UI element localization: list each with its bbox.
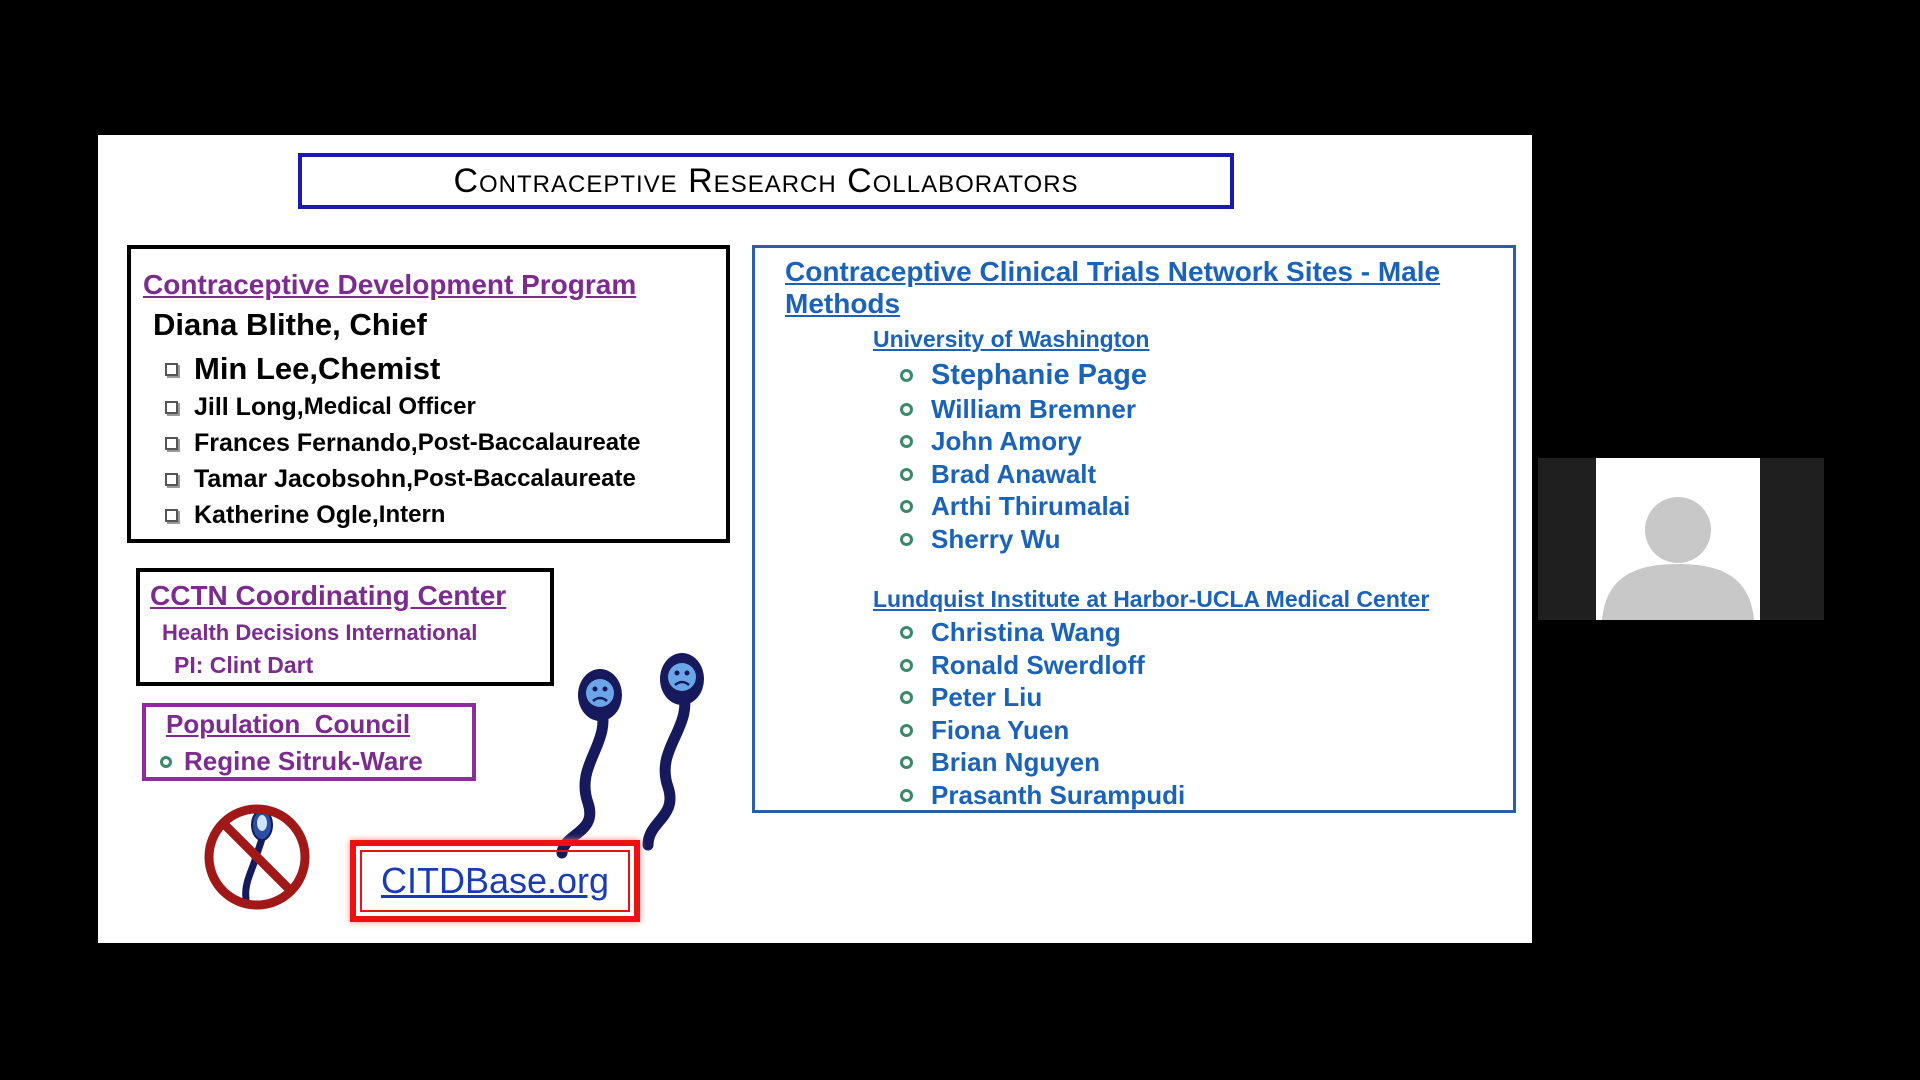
program-member: Katherine Ogle, Intern — [165, 497, 726, 533]
user-silhouette-icon — [1602, 497, 1754, 620]
presentation-slide: Contraceptive Research Collaborators Con… — [98, 135, 1532, 943]
square-bullet-icon — [165, 436, 178, 450]
cctn-pi: PI: Clint Dart — [174, 652, 314, 678]
sad-sperm-icon — [642, 653, 704, 851]
circle-bullet-icon — [900, 435, 913, 449]
site-person: Brian Nguyen — [900, 747, 1513, 780]
cctn-org: Health Decisions International — [162, 620, 478, 645]
circle-bullet-icon — [900, 402, 913, 416]
square-bullet-icon — [165, 400, 178, 414]
program-member: Min Lee, Chemist — [165, 349, 726, 389]
citdbase-link-box[interactable]: CITDBase.org — [350, 840, 640, 922]
circle-bullet-icon — [900, 691, 913, 705]
program-chief: Diana Blithe, Chief — [153, 307, 427, 342]
circle-bullet-icon — [900, 368, 913, 382]
member-role: Post-Baccalaureate — [413, 465, 636, 492]
site-title-link[interactable]: Lundquist Institute at Harbor-UCLA Medic… — [873, 585, 1430, 612]
site-person: Stephanie Page — [900, 357, 1513, 393]
circle-bullet-icon — [900, 626, 913, 640]
population-council-title-link[interactable]: Population Council — [166, 709, 411, 739]
program-member: Frances Fernando, Post-Baccalaureate — [165, 425, 726, 461]
member-role: Post-Baccalaureate — [417, 429, 641, 456]
square-bullet-icon — [165, 472, 178, 486]
citdbase-link-frame: CITDBase.org — [360, 850, 630, 912]
member-role: Medical Officer — [303, 393, 476, 420]
network-title-link[interactable]: Contraceptive Clinical Trials Network Si… — [785, 256, 1441, 319]
member-name: Frances Fernando — [194, 428, 411, 457]
circle-bullet-icon — [900, 467, 913, 481]
population-council-box: Population Council Regine Sitruk-Ware — [142, 703, 476, 781]
circle-bullet-icon — [900, 788, 913, 802]
network-sites-box: Contraceptive Clinical Trials Network Si… — [752, 245, 1516, 813]
no-sperm-icon — [204, 804, 310, 910]
circle-bullet-icon — [900, 756, 913, 770]
member-name: Katherine Ogle — [194, 500, 372, 529]
member-name: Min Lee — [194, 351, 310, 386]
site-person: John Amory — [900, 426, 1513, 459]
participant-avatar — [1596, 458, 1760, 620]
slide-title: Contraceptive Research Collaborators — [298, 153, 1234, 209]
program-member: Jill Long, Medical Officer — [165, 389, 726, 425]
site-person: Arthi Thirumalai — [900, 491, 1513, 524]
population-council-person: Regine Sitruk-Ware — [160, 746, 472, 777]
site-person: Fiona Yuen — [900, 714, 1513, 747]
circle-bullet-icon — [160, 755, 172, 768]
square-bullet-icon — [165, 362, 178, 376]
site-person: Sherry Wu — [900, 523, 1513, 556]
slide-title-text: Contraceptive Research Collaborators — [453, 161, 1079, 200]
member-role: Intern — [378, 501, 446, 528]
site-title-link[interactable]: University of Washington — [873, 326, 1150, 352]
sad-sperm-illustration — [556, 653, 704, 859]
site-person: Christina Wang — [900, 617, 1513, 650]
sad-sperm-icon — [556, 669, 622, 859]
cctn-box: CCTN Coordinating Center Health Decision… — [136, 568, 554, 686]
program-title-link[interactable]: Contraceptive Development Program — [143, 269, 637, 300]
site-person: Ronald Swerdloff — [900, 649, 1513, 682]
member-role: Chemist — [318, 351, 441, 386]
circle-bullet-icon — [900, 658, 913, 672]
circle-bullet-icon — [900, 500, 913, 514]
cctn-title-link[interactable]: CCTN Coordinating Center — [150, 580, 507, 611]
site-person: William Bremner — [900, 393, 1513, 426]
square-bullet-icon — [165, 508, 178, 522]
circle-bullet-icon — [900, 723, 913, 737]
site-person: Peter Liu — [900, 682, 1513, 715]
circle-bullet-icon — [900, 532, 913, 546]
program-member: Tamar Jacobsohn, Post-Baccalaureate — [165, 461, 726, 497]
citdbase-link[interactable]: CITDBase.org — [380, 860, 610, 901]
site-person: Brad Anawalt — [900, 458, 1513, 491]
program-box: Contraceptive Development Program Diana … — [127, 245, 730, 543]
site-person: Prasanth Surampudi — [900, 779, 1513, 812]
member-name: Tamar Jacobsohn — [194, 464, 407, 493]
member-name: Jill Long — [194, 392, 297, 421]
